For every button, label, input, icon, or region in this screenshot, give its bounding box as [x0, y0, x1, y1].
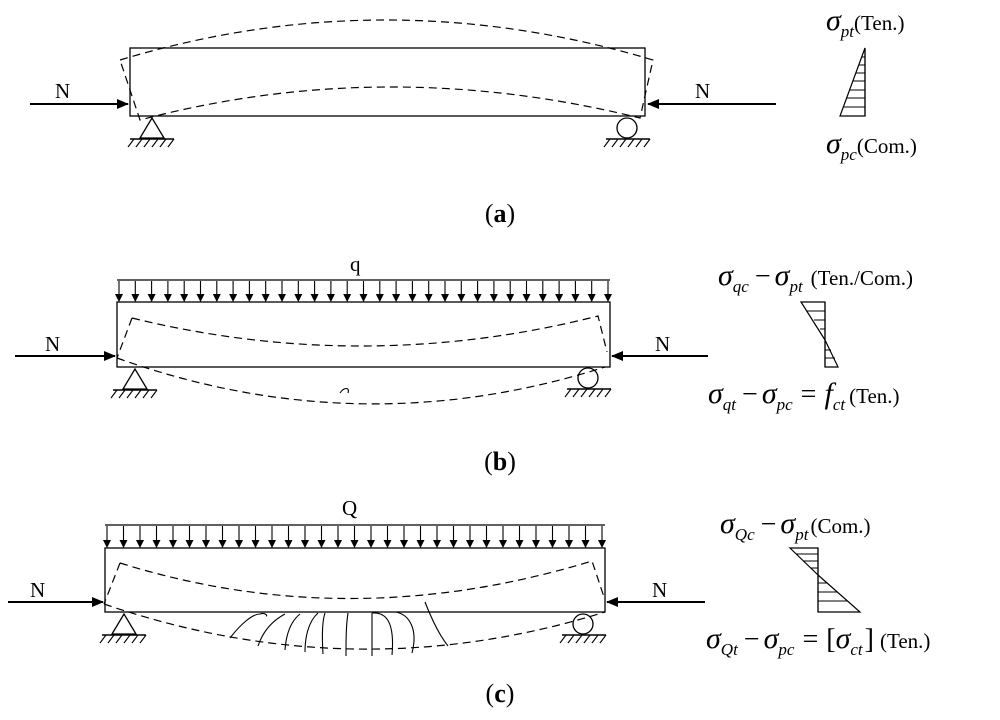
deflected-shape-b — [116, 315, 608, 405]
deflected-shape-a — [119, 19, 654, 121]
panel-b: q N N σqc−σpt(Ten./Com.) σqt−σpc=fct(Ten… — [15, 252, 913, 476]
pin-support-a — [127, 116, 175, 148]
force-label-right-c: N — [652, 578, 667, 602]
stress-eq-top-c: σQc−σpt(Com.) — [720, 507, 871, 544]
beam-b — [116, 301, 611, 368]
roller-support-c — [559, 613, 607, 644]
load-label-b: q — [350, 252, 361, 276]
force-label-right-b: N — [655, 332, 670, 356]
pin-support-b — [110, 367, 158, 399]
stress-eq-top-b: σqc−σpt(Ten./Com.) — [718, 259, 913, 296]
caption-a: (a) — [485, 199, 515, 228]
pin-support-c — [99, 612, 147, 644]
caption-b: (b) — [484, 447, 516, 476]
panel-a: N N σpt(Ten.) σpc(Com.) (a) — [30, 4, 917, 228]
load-arrows-b — [115, 281, 612, 302]
force-label-left-c: N — [30, 578, 45, 602]
stress-diagram-c — [788, 547, 862, 613]
force-label-right-a: N — [695, 79, 710, 103]
crack-b — [339, 387, 349, 394]
beam-c — [104, 547, 606, 613]
force-label-left-a: N — [55, 79, 70, 103]
cracks-c — [229, 601, 449, 657]
stress-eq-bottom-c: σQt−σpc=[σct](Ten.) — [706, 622, 930, 659]
force-label-left-b: N — [45, 332, 60, 356]
roller-support-b — [564, 367, 612, 398]
caption-c: (c) — [486, 679, 515, 708]
stress-diagram-a — [839, 47, 866, 117]
stress-label-bottom-a: σpc(Com.) — [826, 127, 917, 164]
stress-diagram-b — [799, 301, 839, 368]
stress-label-top-a: σpt(Ten.) — [826, 4, 904, 41]
load-arrows-c — [103, 526, 606, 548]
stress-eq-bottom-b: σqt−σpc=fct(Ten.) — [708, 377, 900, 414]
beam-a — [129, 47, 646, 117]
roller-support-a — [603, 117, 651, 148]
load-label-c: Q — [342, 496, 357, 520]
panel-c: Q N N — [8, 496, 930, 708]
deflected-shape-c — [103, 560, 606, 650]
